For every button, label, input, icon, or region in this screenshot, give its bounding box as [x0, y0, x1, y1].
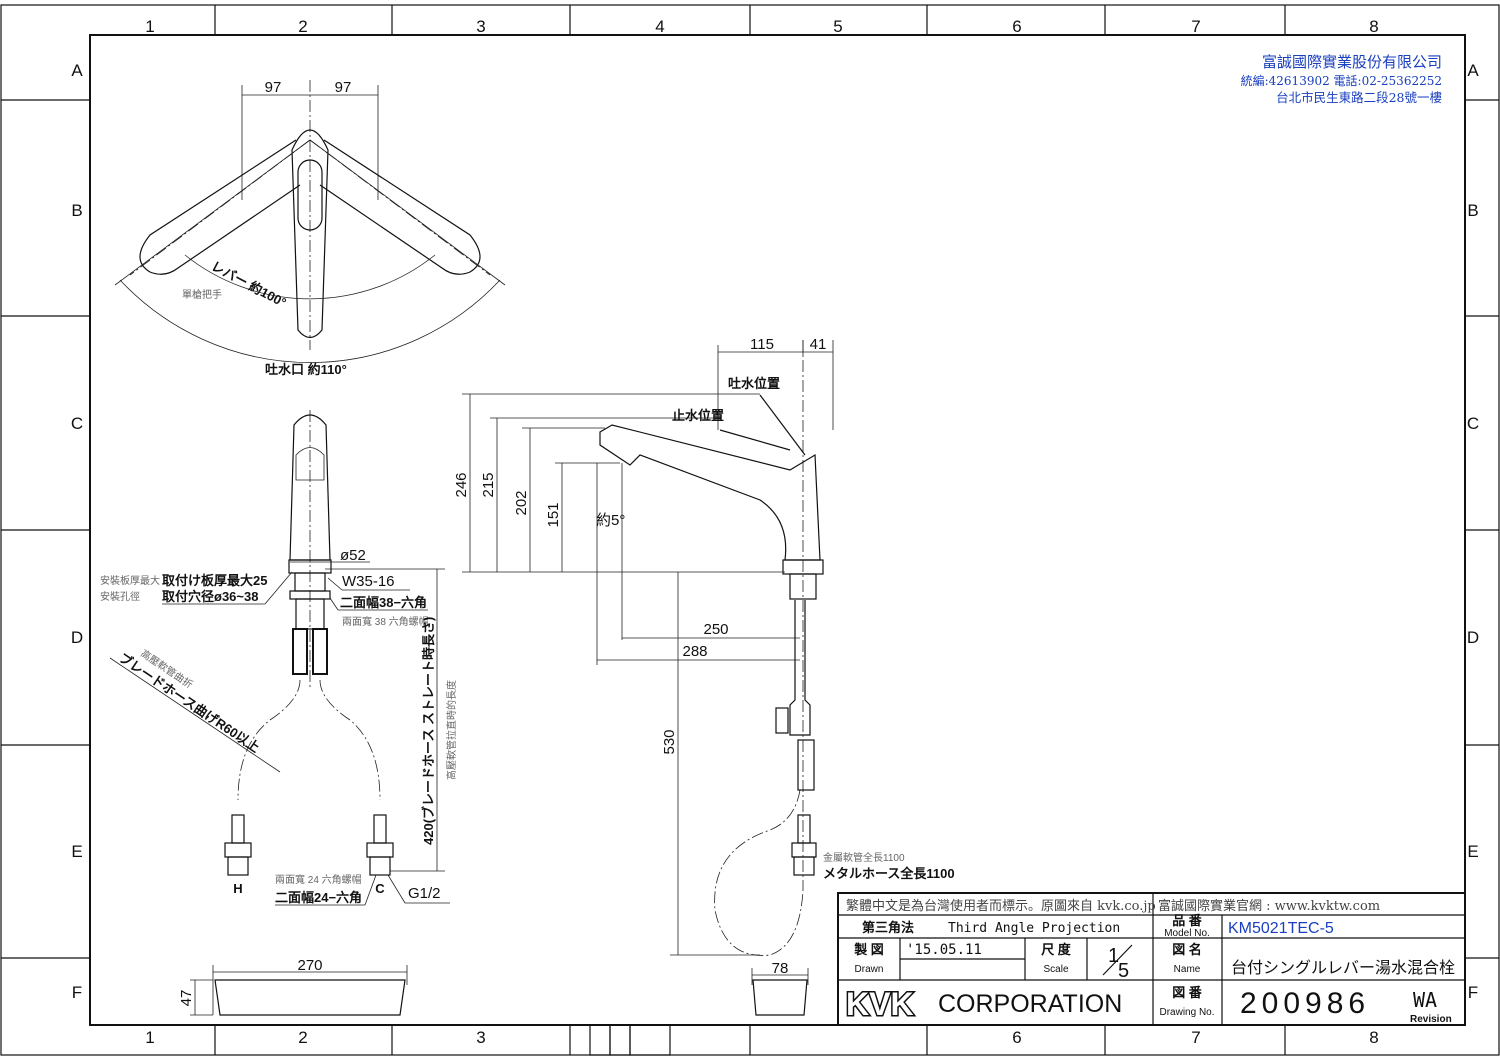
revision-label: Revision [1410, 1014, 1452, 1025]
angle-5: 約5° [596, 512, 625, 529]
row-label: B [71, 201, 82, 220]
projection: Third Angle Projection [948, 921, 1120, 936]
column-label: 4 [655, 17, 664, 36]
column-label: 2 [298, 1028, 307, 1047]
model-label-jp: 品 番 [1172, 913, 1203, 928]
revision: WA [1413, 988, 1437, 1012]
column-label: 7 [1191, 1028, 1200, 1047]
height-246: 246 [453, 472, 470, 497]
column-label: 7 [1191, 17, 1200, 36]
row-label: B [1467, 201, 1478, 220]
dim-288: 288 [682, 643, 707, 660]
row-label: E [71, 842, 82, 861]
base-views: 270 47 78 [178, 957, 809, 1016]
metal-hose: メタルホース全長1100 [823, 866, 955, 881]
name-label-jp: 図 名 [1172, 942, 1202, 957]
name-label: Name [1174, 964, 1201, 975]
front-view: ø52 W35-16 安裝板厚最大 取付け板厚最大25 安裝孔徑 取付穴径ø36… [100, 410, 458, 906]
website-note: 富誠國際實業官網 : www.kvktw.com [1158, 898, 1380, 914]
dim-530: 530 [661, 729, 678, 754]
plate-thickness: 取付け板厚最大25 [162, 573, 267, 588]
scale-label-jp: 尺 度 [1041, 942, 1072, 957]
row-label: A [1467, 61, 1479, 80]
height-215: 215 [480, 472, 497, 497]
column-label: 2 [298, 17, 307, 36]
row-label: E [1467, 842, 1478, 861]
column-label: 6 [1012, 17, 1021, 36]
outlet-position: 吐水位置 [728, 376, 780, 391]
dim-97-right: 97 [335, 79, 352, 96]
projection-jp: 第三角法 [862, 920, 914, 935]
dim-diameter-52: ø52 [340, 547, 366, 564]
company-ids: 統編:42613902 電話:02-25362252 [1241, 73, 1442, 88]
scale-denominator: 5 [1118, 960, 1129, 982]
row-label: F [1468, 983, 1478, 1002]
dim-97-left: 97 [265, 79, 282, 96]
hole-diameter: 取付穴径ø36~38 [162, 589, 258, 604]
hose-length: 420(ブレードホース ストレート時長さ) [421, 617, 436, 845]
scale-label: Scale [1043, 964, 1068, 975]
drawing-number: 200986 [1240, 987, 1370, 1020]
company-address: 台北市民生東路二段28號一樓 [1276, 90, 1442, 105]
model-label: Model No. [1164, 928, 1210, 939]
scale-numerator: 1 [1108, 945, 1119, 967]
translation-note: 繁體中文是為台灣使用者而標示。原圖來自 kvk.co.jp [846, 898, 1156, 914]
nut-38: 二面幅38−六角 [340, 595, 427, 610]
drawn-label-jp: 製 図 [853, 942, 884, 957]
hose-bend: ブレードホース曲げR60以上 [116, 650, 262, 755]
row-label: F [72, 983, 82, 1002]
drawn-date: '15.05.11 [906, 942, 982, 958]
plate-thickness-zh: 安裝板厚最大 [100, 574, 160, 587]
column-label: 3 [476, 1028, 485, 1047]
row-label: C [71, 414, 83, 433]
corporation-label: CORPORATION [938, 990, 1122, 1018]
label-hot: H [233, 881, 242, 896]
dim-41: 41 [810, 336, 827, 353]
column-label: 8 [1369, 17, 1378, 36]
column-label: 1 [145, 17, 154, 36]
spout-angle-label: 吐水口 約110° [265, 362, 347, 377]
product-name: 台付シングルレバー湯水混合栓 [1231, 959, 1455, 977]
hole-diameter-zh: 安裝孔徑 [100, 590, 140, 603]
top-view: 97 97 レバー 約100° 單槍把手 吐水口 約110° [114, 79, 506, 377]
column-label: 3 [476, 17, 485, 36]
company-name: 富誠國際實業股份有限公司 [1262, 53, 1442, 71]
label-cold: C [375, 881, 385, 896]
kvk-logo: KVK [846, 986, 914, 1022]
row-label: A [71, 61, 83, 80]
height-202: 202 [513, 490, 530, 515]
hose-length-zh: 高壓軟管拉直時的長度 [445, 680, 458, 780]
model-number: KM5021TEC-5 [1228, 920, 1334, 937]
dim-47: 47 [178, 990, 195, 1007]
column-label: 6 [1012, 1028, 1021, 1047]
nut-38-zh: 兩面寬 38 六角螺帽 [342, 615, 429, 628]
row-label: D [1467, 628, 1479, 647]
column-label: 1 [145, 1028, 154, 1047]
company-info: 富誠國際實業股份有限公司 統編:42613902 電話:02-25362252 … [1241, 53, 1442, 105]
drawing-no-label-jp: 図 番 [1172, 985, 1203, 1000]
dim-115: 115 [750, 336, 774, 353]
column-label: 5 [833, 17, 842, 36]
drawing-frame: 1 2 3 4 5 6 7 8 1 2 3 6 7 8 A B C D E F … [0, 4, 1500, 1056]
lever-angle-label: レバー 約100° [209, 258, 289, 310]
drawing-no-label: Drawing No. [1159, 1007, 1214, 1018]
stop-position: 止水位置 [672, 408, 724, 423]
title-block: 繁體中文是為台灣使用者而標示。原圖來自 kvk.co.jp 富誠國際實業官網 :… [837, 892, 1466, 1026]
row-label: D [71, 628, 83, 647]
column-label: 8 [1369, 1028, 1378, 1047]
thread-g12: G1/2 [408, 885, 441, 902]
side-view: 115 41 吐水位置 止水位置 246 215 202 151 約5° 250… [453, 336, 955, 956]
dim-250: 250 [703, 621, 728, 638]
height-151: 151 [545, 502, 562, 527]
nut-24-zh: 兩面寬 24 六角螺帽 [275, 873, 362, 886]
dim-270: 270 [297, 957, 322, 974]
row-label: C [1467, 414, 1479, 433]
thread-w35: W35-16 [342, 573, 395, 590]
dim-78: 78 [772, 960, 789, 977]
metal-hose-zh: 金屬軟管全長1100 [823, 851, 905, 864]
drawn-label: Drawn [855, 964, 884, 975]
nut-24: 二面幅24−六角 [275, 890, 362, 905]
lever-angle-zh: 單槍把手 [182, 288, 222, 301]
